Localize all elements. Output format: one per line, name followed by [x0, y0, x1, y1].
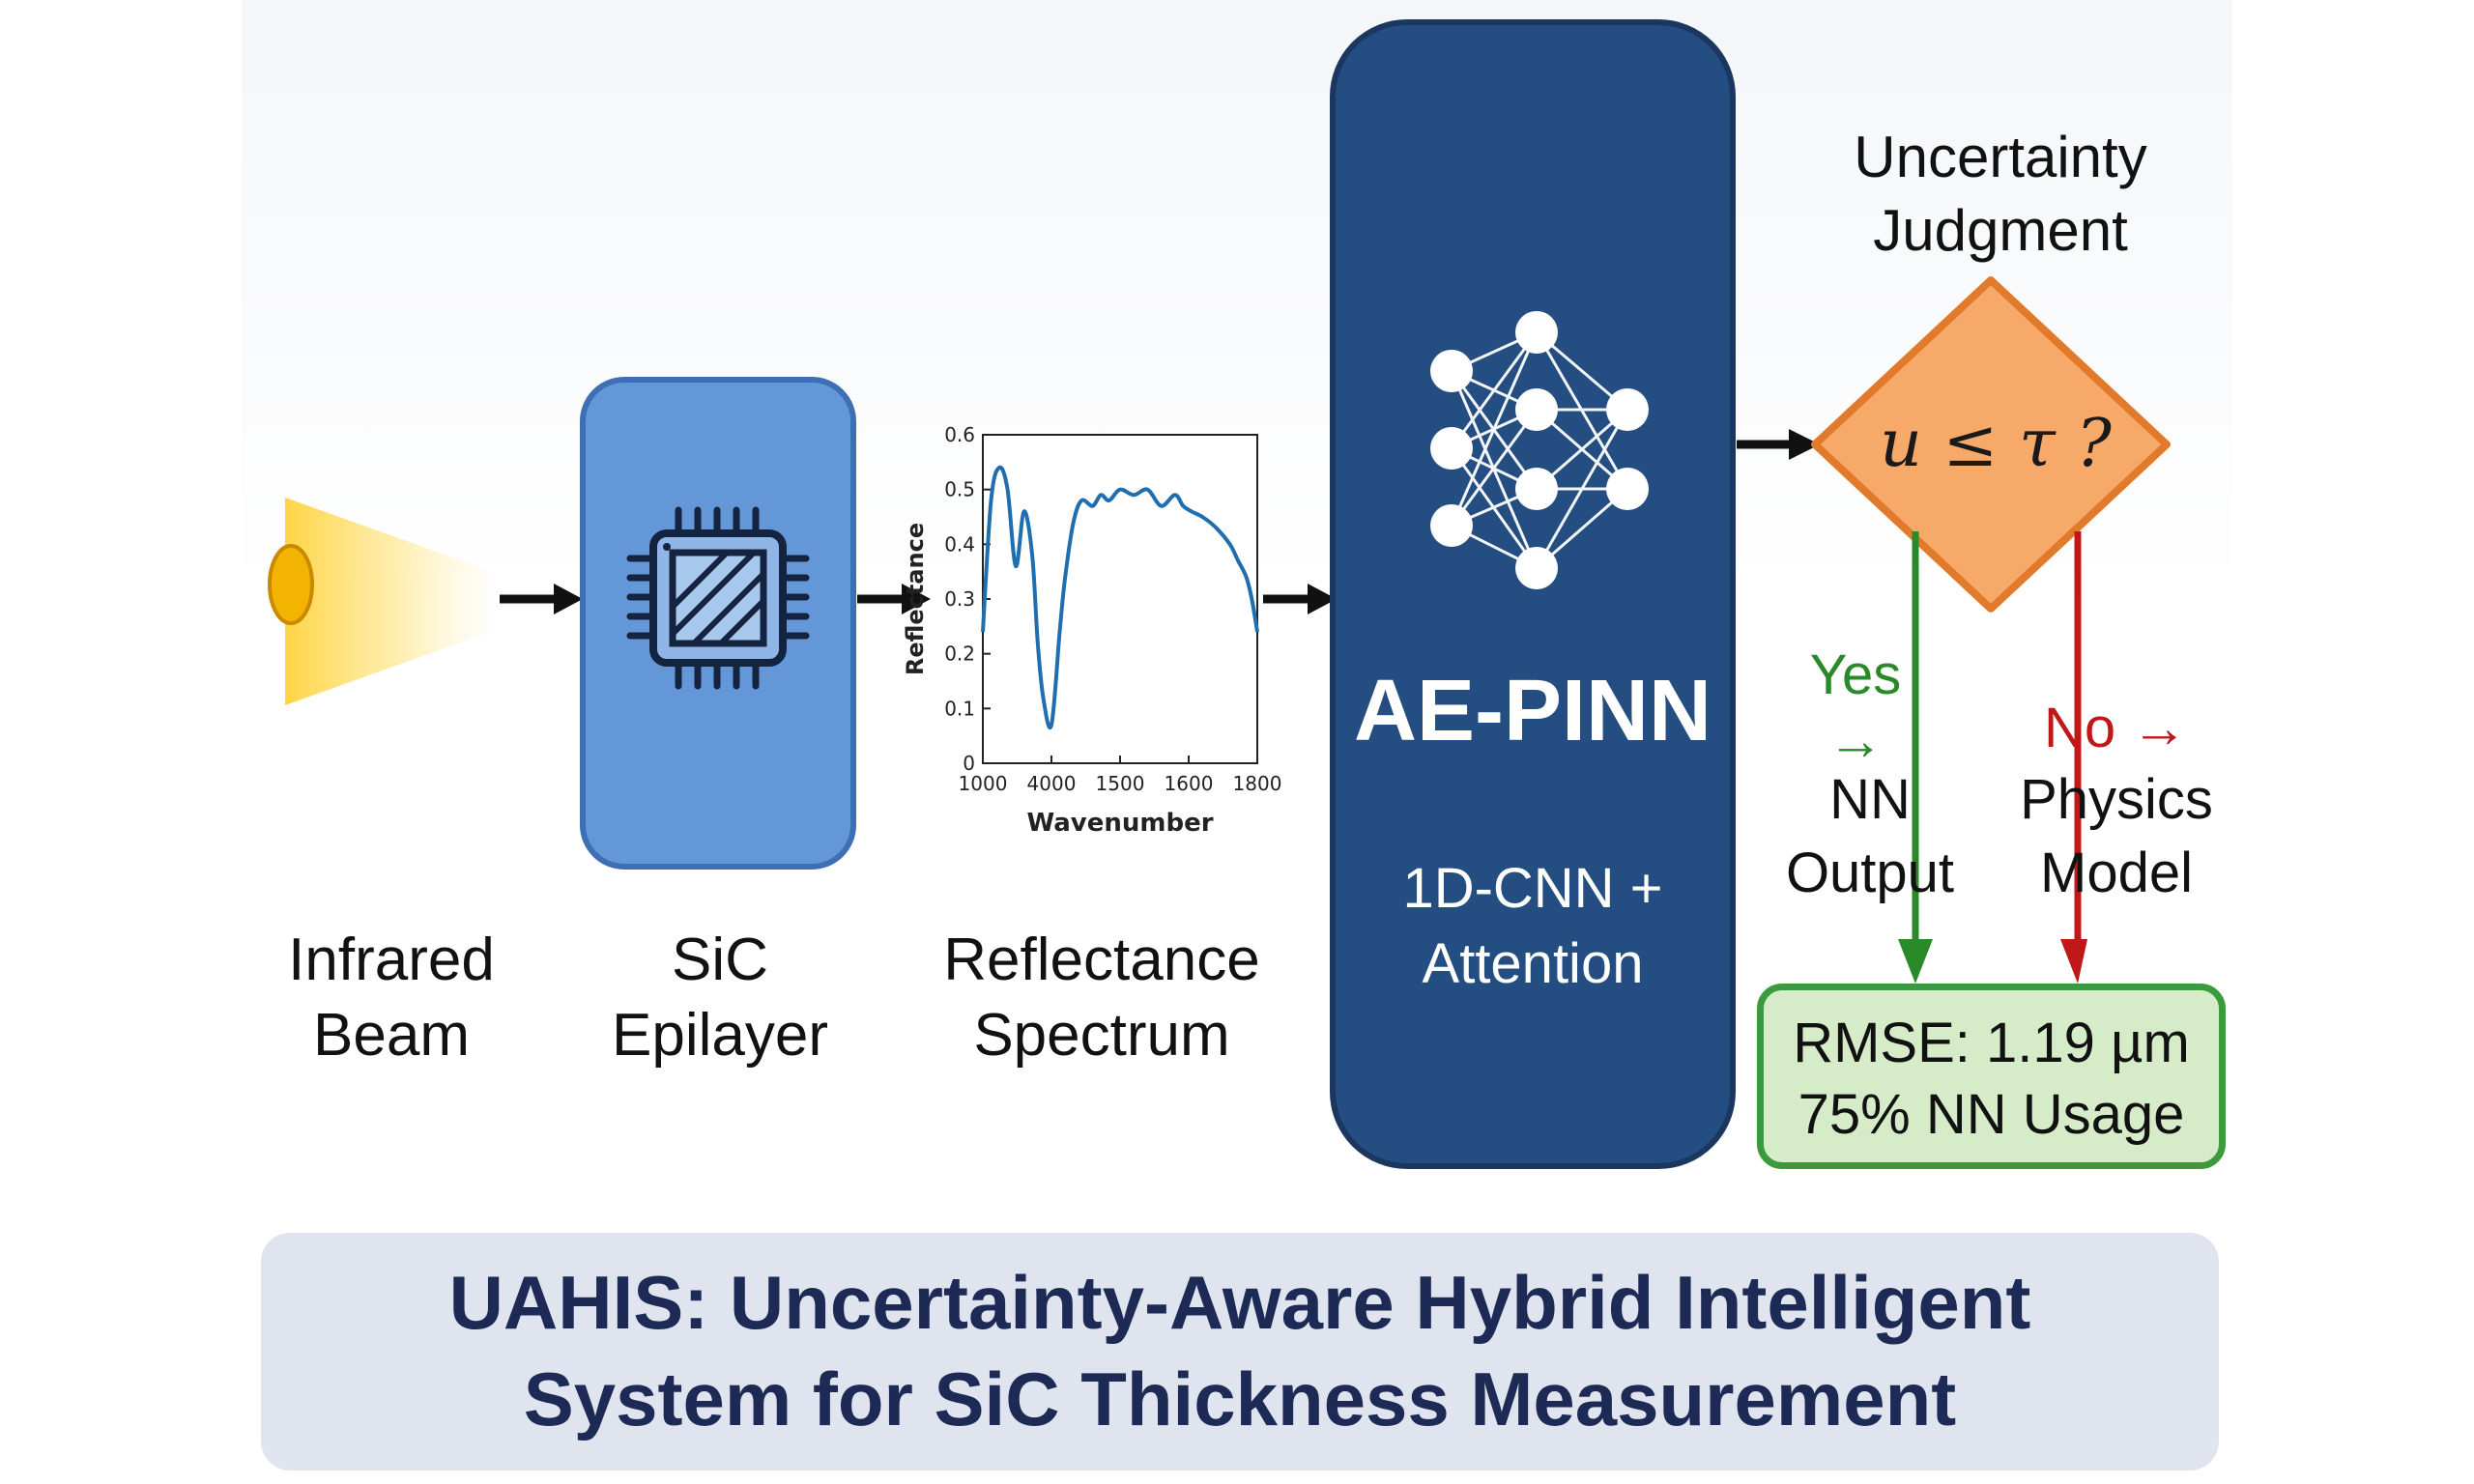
yes-label-text: Yes: [1809, 643, 1902, 706]
physics-model-line1: Physics: [2020, 768, 2213, 831]
title-line1: UAHIS: Uncertainty-Aware Hybrid Intellig…: [448, 1260, 2031, 1345]
x-tick-label: 1800: [1233, 772, 1282, 795]
title-line2: System for SiC Thickness Measurement: [523, 1356, 1957, 1441]
yes-arrow-text: →: [1827, 709, 1884, 772]
x-tick-label: 4000: [1027, 772, 1077, 795]
yes-branch-arrowhead: [1898, 939, 1933, 984]
x-tick-label: 1000: [959, 772, 1008, 795]
nn-output-line2: Output: [1785, 842, 1955, 904]
x-tick-label: 1600: [1165, 772, 1214, 795]
chip-icon: [626, 506, 810, 690]
yes-label: Yes →: [1793, 642, 1918, 774]
arrow-beam-to-epilayer: [500, 584, 583, 614]
y-tick-label: 0: [963, 752, 975, 775]
ae-pinn-subtitle: 1D-CNN + Attention: [1336, 851, 1730, 1002]
epilayer-label: SiC Epilayer: [580, 923, 860, 1073]
beam-label: Infrared Beam: [246, 923, 536, 1073]
reflectance-spectrum-chart: 0 0.1 0.2 0.3 0.4 0.5 0.6 1000 4000 1500 1600 1800…: [904, 425, 1282, 838]
y-axis-label: Reflectance: [904, 523, 929, 675]
physics-model-line2: Model: [2040, 842, 2193, 904]
y-tick-label: 0.6: [944, 425, 975, 446]
arrow-epilayer-to-spectrum: [857, 584, 931, 614]
ae-pinn-sub-line2: Attention: [1422, 932, 1644, 995]
beam-label-line2: Beam: [313, 1002, 470, 1069]
ae-pinn-box: AE-PINN 1D-CNN + Attention: [1330, 19, 1736, 1169]
ae-pinn-title: AE-PINN: [1353, 663, 1712, 759]
y-tick-label: 0.3: [944, 587, 975, 611]
decision-title-line1: Uncertainty: [1854, 125, 2147, 189]
epilayer-box: [580, 377, 856, 870]
x-tick-label: 1500: [1096, 772, 1145, 795]
decision-title-line2: Judgment: [1873, 198, 2128, 263]
y-tick-label: 0.4: [944, 532, 975, 556]
spectrum-series-line: [981, 465, 1259, 729]
epilayer-label-line1: SiC: [672, 927, 768, 993]
infrared-beam-icon: [268, 498, 488, 705]
arrow-model-to-decision: [1737, 429, 1820, 460]
beam-label-line1: Infrared: [288, 927, 495, 993]
nn-output-label: NN Output: [1764, 763, 1976, 910]
ae-pinn-sub-line1: 1D-CNN +: [1402, 857, 1663, 920]
neural-network-icon: [1430, 311, 1649, 589]
y-tick-label: 0.2: [944, 642, 975, 666]
no-label: No →: [2044, 697, 2188, 759]
decision-condition: u ≤ τ ?: [1880, 406, 2112, 482]
branch-arrows: [1898, 531, 2087, 984]
y-tick-label: 0.1: [944, 697, 975, 720]
result-nn-usage: 75% NN Usage: [1798, 1083, 2185, 1146]
epilayer-label-line2: Epilayer: [612, 1002, 828, 1069]
y-ticks: 0 0.1 0.2 0.3 0.4 0.5 0.6: [944, 425, 991, 775]
result-rmse: RMSE: 1.19 µm: [1793, 1012, 2190, 1074]
spectrum-label: Reflectance Spectrum: [899, 923, 1305, 1073]
y-tick-label: 0.5: [944, 478, 975, 501]
decision-title: Uncertainty Judgment: [1817, 121, 2184, 268]
spectrum-label-line1: Reflectance: [943, 927, 1260, 993]
spectrum-label-line2: Spectrum: [973, 1002, 1230, 1069]
no-branch-arrowhead: [2060, 939, 2087, 984]
x-axis-label: Wavenumber: [1026, 809, 1213, 838]
arrow-spectrum-to-model: [1263, 584, 1337, 614]
plot-frame: [982, 434, 1258, 764]
result-box: RMSE: 1.19 µm 75% NN Usage: [1757, 984, 2226, 1169]
nn-output-line1: NN: [1829, 768, 1911, 831]
title-banner: UAHIS: Uncertainty-Aware Hybrid Intellig…: [261, 1233, 2219, 1470]
x-ticks: 1000 4000 1500 1600 1800: [959, 756, 1282, 795]
decision-diamond: [1811, 276, 2171, 613]
physics-model-label: Physics Model: [1996, 763, 2237, 910]
